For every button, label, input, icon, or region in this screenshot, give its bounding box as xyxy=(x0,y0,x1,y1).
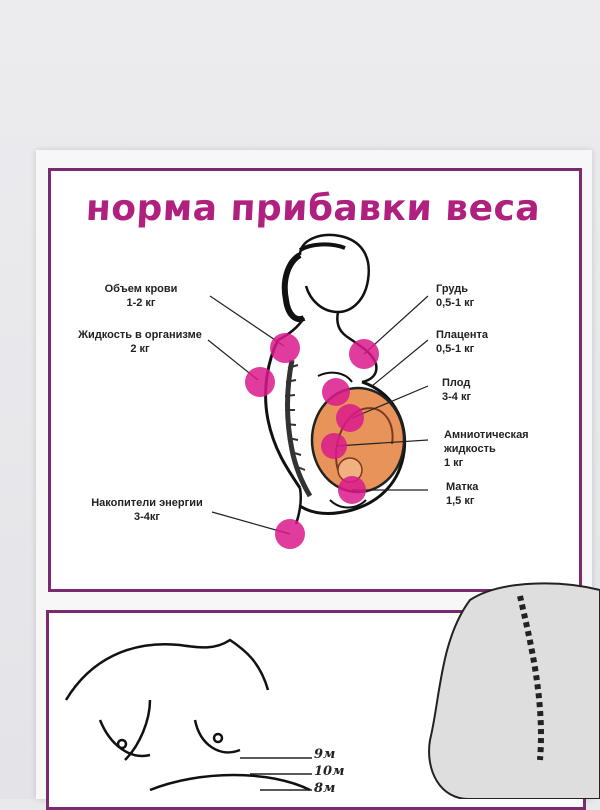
spine-sketch xyxy=(517,595,544,761)
lower-panel-sketch xyxy=(64,638,311,792)
label-energy-storage-name: Накопители энергии xyxy=(91,497,203,509)
amniotic-dot xyxy=(321,433,347,459)
label-uterus-name: Матка xyxy=(446,481,479,493)
label-breast-name: Грудь xyxy=(436,283,468,295)
label-body-fluid-value: 2 кг xyxy=(130,343,150,355)
label-body-fluid: Жидкость в организме 2 кг xyxy=(66,328,214,356)
label-fetus: Плод 3-4 кг xyxy=(442,376,471,404)
placenta-dot xyxy=(322,378,350,406)
label-uterus: Матка 1,5 кг xyxy=(446,480,478,508)
mark-8m: 8м xyxy=(314,781,336,796)
mark-9m: 9м xyxy=(314,747,336,762)
label-body-fluid-name: Жидкость в организме xyxy=(78,329,202,341)
label-energy-storage-value: 3-4кг xyxy=(134,511,160,523)
label-amniotic-value: 1 кг xyxy=(444,457,464,469)
blood-volume-dot xyxy=(270,333,300,363)
lower-panel-lines xyxy=(240,757,312,791)
side-profile-sketch xyxy=(428,582,600,799)
label-energy-storage: Накопители энергии 3-4кг xyxy=(82,496,212,524)
label-placenta: Плацента 0,5-1 кг xyxy=(436,328,488,356)
label-placenta-name: Плацента xyxy=(436,329,489,341)
label-blood-volume: Объем крови 1-2 кг xyxy=(80,282,202,310)
label-breast: Грудь 0,5-1 кг xyxy=(436,282,474,310)
label-amniotic-fluid: Амниотическая жидкость 1 кг xyxy=(444,428,529,470)
label-amniotic-name: Амниотическая xyxy=(444,429,529,441)
mark-10m: 10м xyxy=(314,764,345,779)
breast-dot xyxy=(349,339,379,369)
label-blood-volume-name: Объем крови xyxy=(104,283,178,295)
label-fetus-value: 3-4 кг xyxy=(442,391,472,403)
label-amniotic-name2: жидкость xyxy=(444,443,496,455)
label-uterus-value: 1,5 кг xyxy=(446,495,475,507)
label-breast-value: 0,5-1 кг xyxy=(436,297,475,309)
label-placenta-value: 0,5-1 кг xyxy=(436,343,475,355)
fetus-dot xyxy=(336,404,364,432)
body-fluid-dot xyxy=(245,367,275,397)
marker-dots xyxy=(245,333,379,549)
energy-storage-dot xyxy=(275,519,305,549)
uterus-dot xyxy=(338,476,366,504)
label-fetus-name: Плод xyxy=(442,377,471,389)
label-blood-volume-value: 1-2 кг xyxy=(126,297,156,309)
